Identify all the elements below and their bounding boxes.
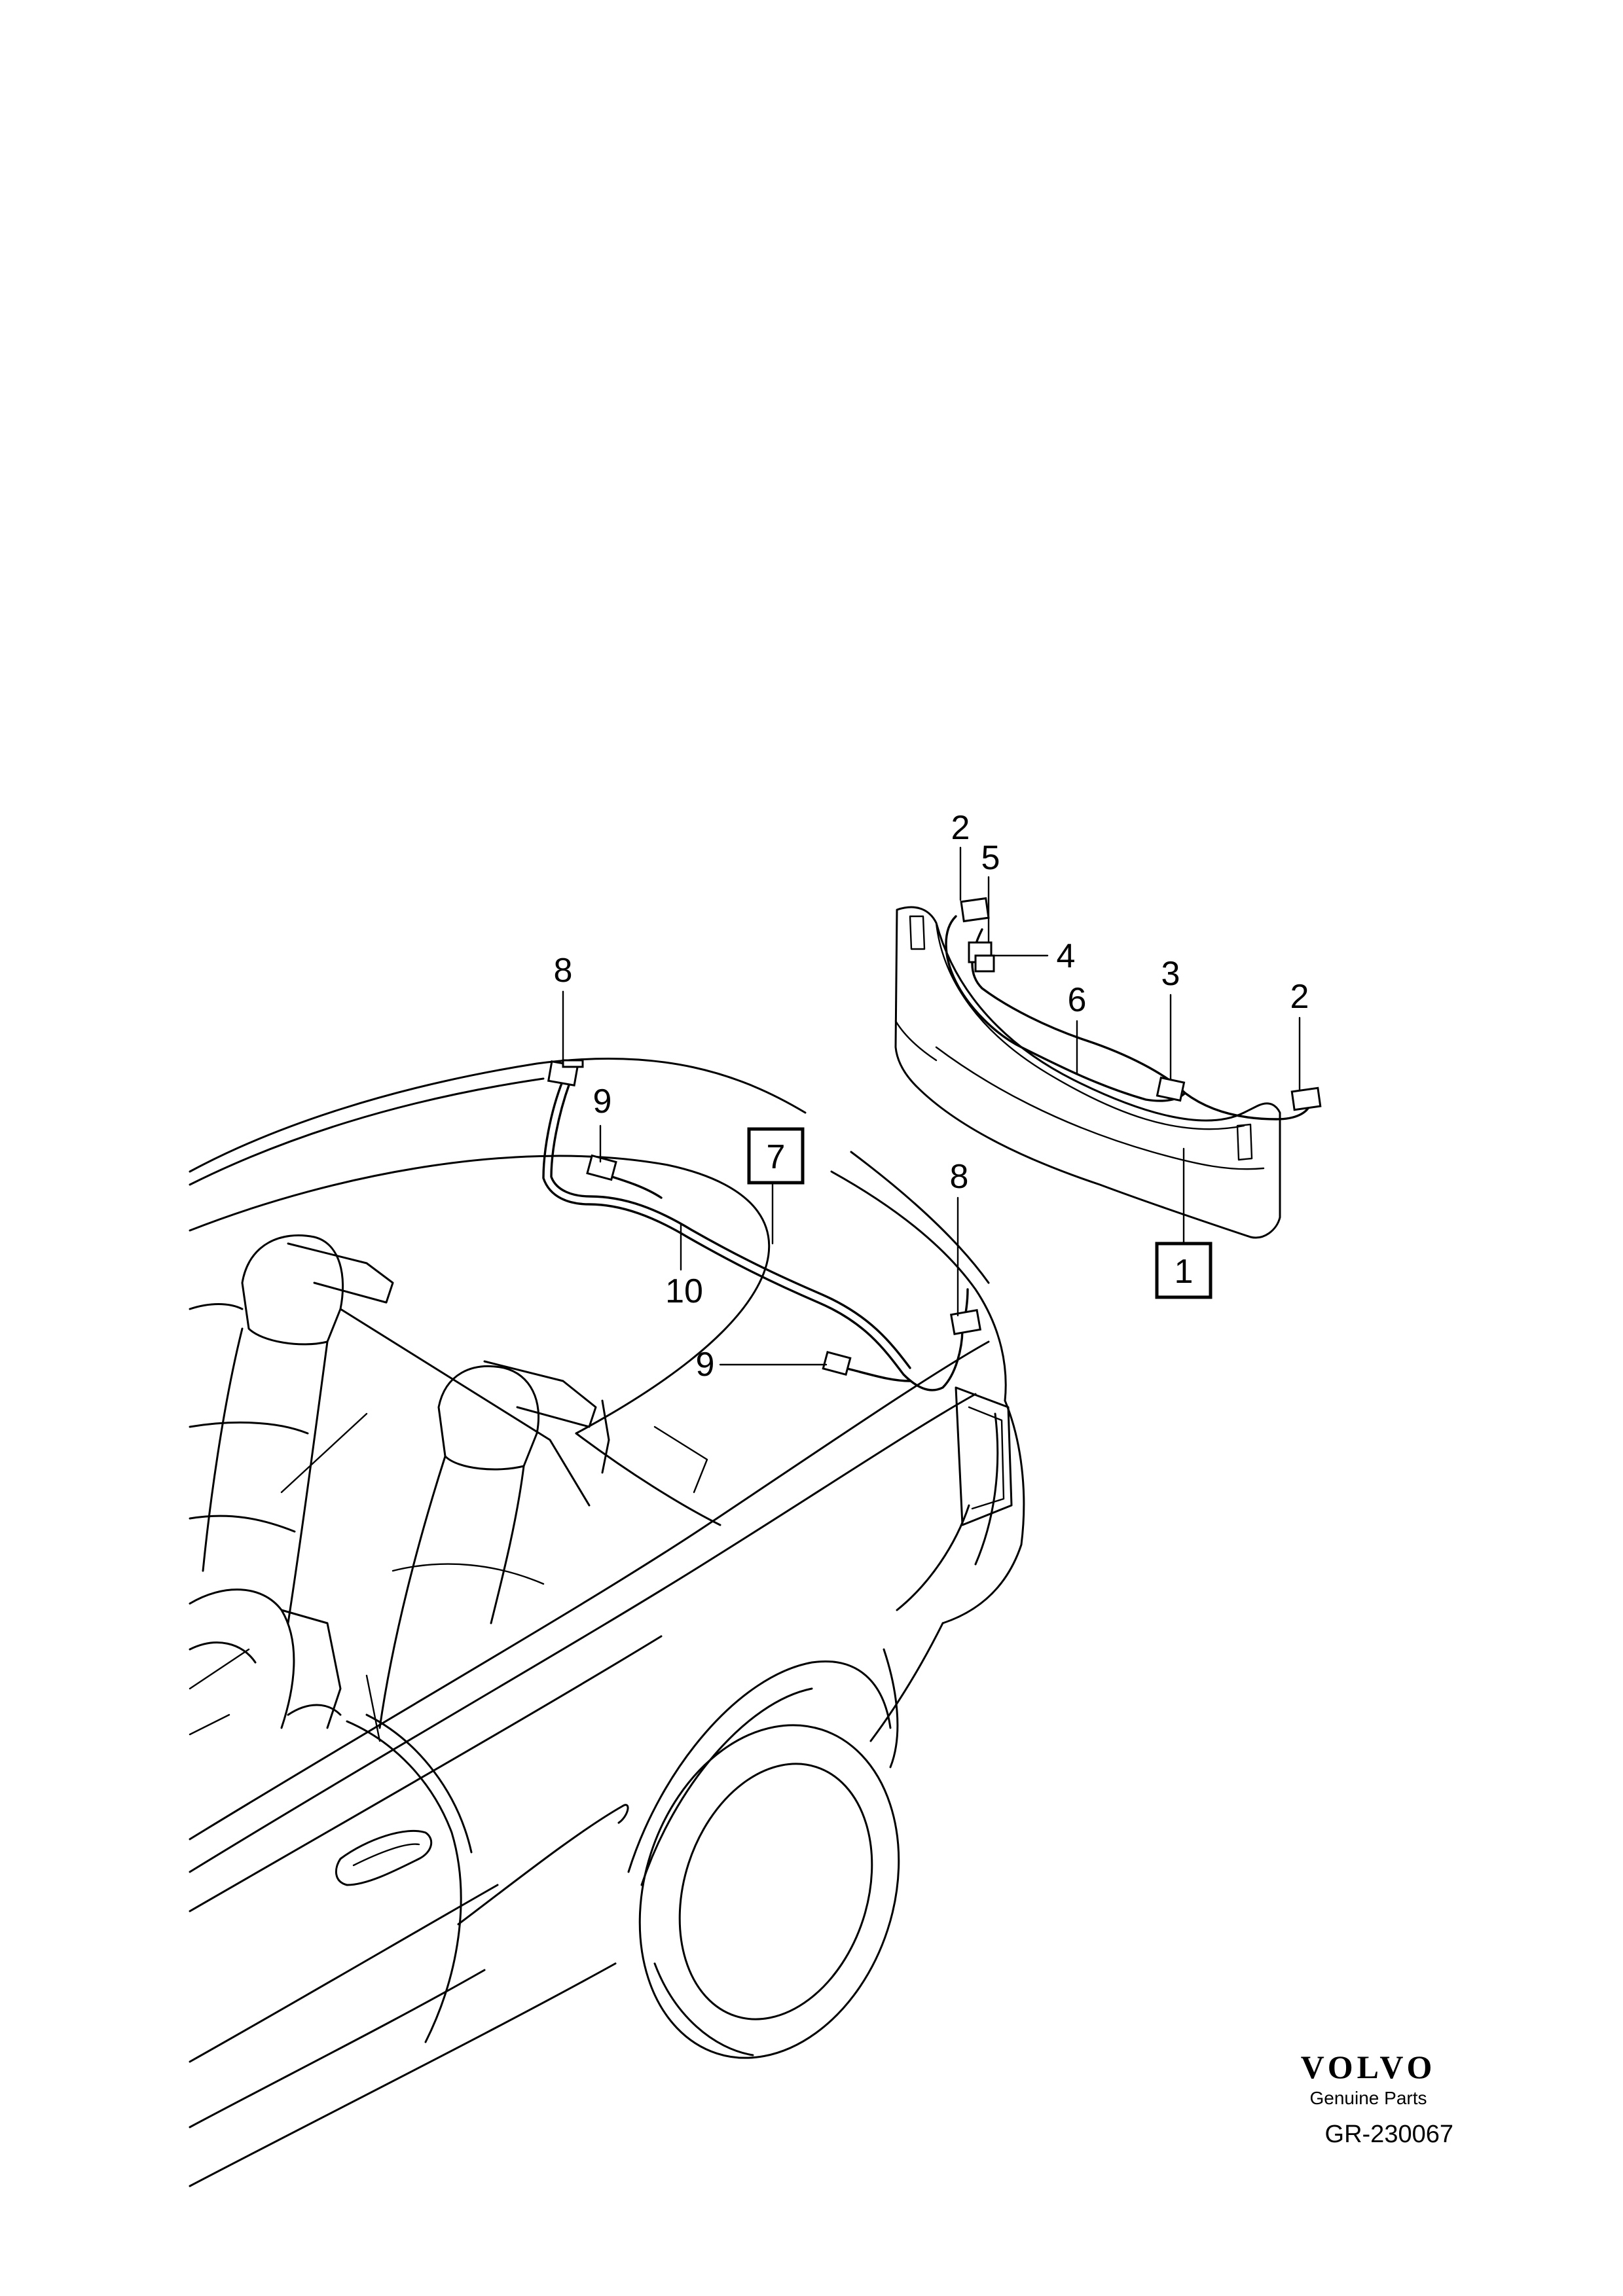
brand-subtitle: Genuine Parts (1309, 2088, 1427, 2108)
callout-9-lower: 9 (696, 1346, 715, 1384)
callout-box-1: 1 (1155, 1242, 1213, 1299)
volvo-logo: VOLVO (1300, 2049, 1436, 2085)
seats (189, 1234, 708, 1742)
diagram-reference: GR-230067 (1324, 2121, 1453, 2148)
callout-9-upper: 9 (593, 1083, 612, 1121)
callout-8-lower: 8 (950, 1158, 969, 1196)
rear-panel-assembly-1 (894, 897, 1322, 1239)
callout-2-left: 2 (951, 809, 970, 847)
callout-6: 6 (1068, 981, 1087, 1019)
connector-8-lower (949, 1309, 982, 1335)
callout-2-right: 2 (1290, 978, 1309, 1016)
wiring-harness-7 (542, 1059, 982, 1391)
callout-10: 10 (665, 1272, 703, 1310)
callout-7: 7 (767, 1138, 786, 1176)
callout-3: 3 (1161, 955, 1180, 993)
brand-block: VOLVO Genuine Parts (1283, 2049, 1453, 2111)
leader-lines (562, 846, 1301, 1366)
callout-box-7: 7 (747, 1127, 805, 1185)
callout-4: 4 (1057, 937, 1076, 975)
callout-5: 5 (981, 839, 1000, 877)
car-illustration (189, 1057, 1025, 2187)
callout-8-upper: 8 (554, 952, 573, 990)
callout-1: 1 (1175, 1253, 1194, 1291)
